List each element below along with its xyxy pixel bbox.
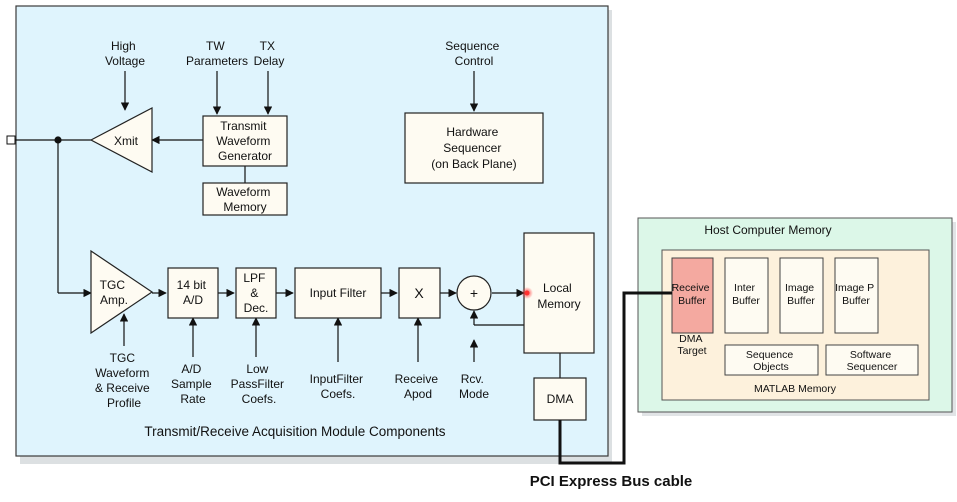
dma-target-label: DMA Target — [677, 333, 706, 357]
lpf-coefs-label: Low PassFilter Coefs. — [231, 362, 288, 406]
image-buffer: Image Buffer — [779, 257, 824, 334]
svg-text:14 bit A/D: 14 bit A/D — [177, 278, 210, 307]
ad-converter: 14 bit A/D — [167, 267, 219, 319]
svg-text:Hardware Sequencer: Hardware Sequencer (on Back Plane) — [431, 125, 516, 171]
acquisition-module-panel — [15, 5, 612, 464]
svg-text:Inter Buffer: Inter Buffer — [732, 282, 760, 307]
input-filter: Input Filter — [294, 267, 382, 319]
svg-text:LPF & Dec.: LPF & Dec. — [243, 271, 268, 315]
waveform-memory: Waveform Memory — [202, 182, 288, 216]
inputfilter-coefs-label: InputFilter Coefs. — [310, 372, 367, 401]
module-caption: Transmit/Receive Acquisition Module Comp… — [144, 424, 445, 439]
hardware-sequencer: Hardware Sequencer (on Back Plane) — [404, 112, 544, 184]
svg-text:Receive Buffer: Receive Buffer — [672, 282, 713, 307]
tx-delay-label: TX Delay — [254, 39, 285, 68]
tw-parameters-label: TW Parameters — [186, 39, 248, 68]
pci-express-cable-label: PCI Express Bus cable — [530, 473, 693, 490]
signal-wires — [14, 71, 561, 378]
transmit-waveform-generator: Transmit Waveform Generator — [202, 115, 288, 167]
host-title: Host Computer Memory — [704, 223, 831, 237]
dma-engine: DMA — [533, 377, 587, 421]
svg-text:Image P Buffer: Image P Buffer — [835, 282, 877, 307]
svg-text:DMA: DMA — [547, 392, 574, 406]
matlab-memory-label: MATLAB Memory — [754, 383, 837, 395]
svg-text:Local Memory: Local Memory — [537, 281, 580, 311]
xmit-amplifier: Xmit — [89, 107, 153, 173]
sequence-objects: Sequence Objects — [724, 344, 819, 376]
tgc-profile-label: TGC Waveform & Receive Profile — [95, 351, 153, 410]
inter-buffer: Inter Buffer — [724, 257, 769, 334]
svg-text:Input Filter: Input Filter — [310, 286, 367, 300]
lpf-decimator: LPF & Dec. — [235, 267, 277, 319]
high-voltage-label: High Voltage — [105, 39, 145, 68]
imagep-buffer: Image P Buffer — [834, 257, 879, 334]
svg-text:TGC Amp.: TGC Amp. — [100, 278, 129, 307]
svg-text:X: X — [414, 285, 424, 301]
svg-text:Transmit Waveform: Transmit Waveform Generator — [216, 119, 274, 163]
svg-text:Xmit: Xmit — [114, 134, 139, 148]
svg-text:Image Buffer: Image Buffer — [785, 282, 817, 307]
software-sequencer: Software Sequencer — [825, 344, 919, 376]
tgc-amplifier: TGC Amp. — [90, 249, 154, 335]
junction-dot — [54, 136, 62, 144]
svg-text:Waveform Memory: Waveform Memory — [216, 185, 274, 214]
svg-text:Software Sequencer: Software Sequencer — [847, 349, 898, 373]
rcv-mode-label: Rcv. Mode — [459, 372, 489, 401]
pci-express-cable — [558, 291, 672, 465]
receive-buffer: Receive Buffer — [671, 257, 714, 334]
transducer-port — [6, 135, 16, 145]
local-memory: Local Memory — [521, 232, 595, 354]
adder: + — [456, 275, 492, 311]
receive-apod-label: Receive Apod — [395, 372, 442, 401]
apodization-multiplier: X — [398, 267, 441, 319]
sequence-control-label: Sequence Control — [445, 39, 502, 68]
svg-text:Sequence Objects: Sequence Objects — [746, 349, 796, 373]
ad-sample-rate-label: A/D Sample Rate — [171, 362, 215, 406]
svg-text:+: + — [470, 285, 478, 301]
